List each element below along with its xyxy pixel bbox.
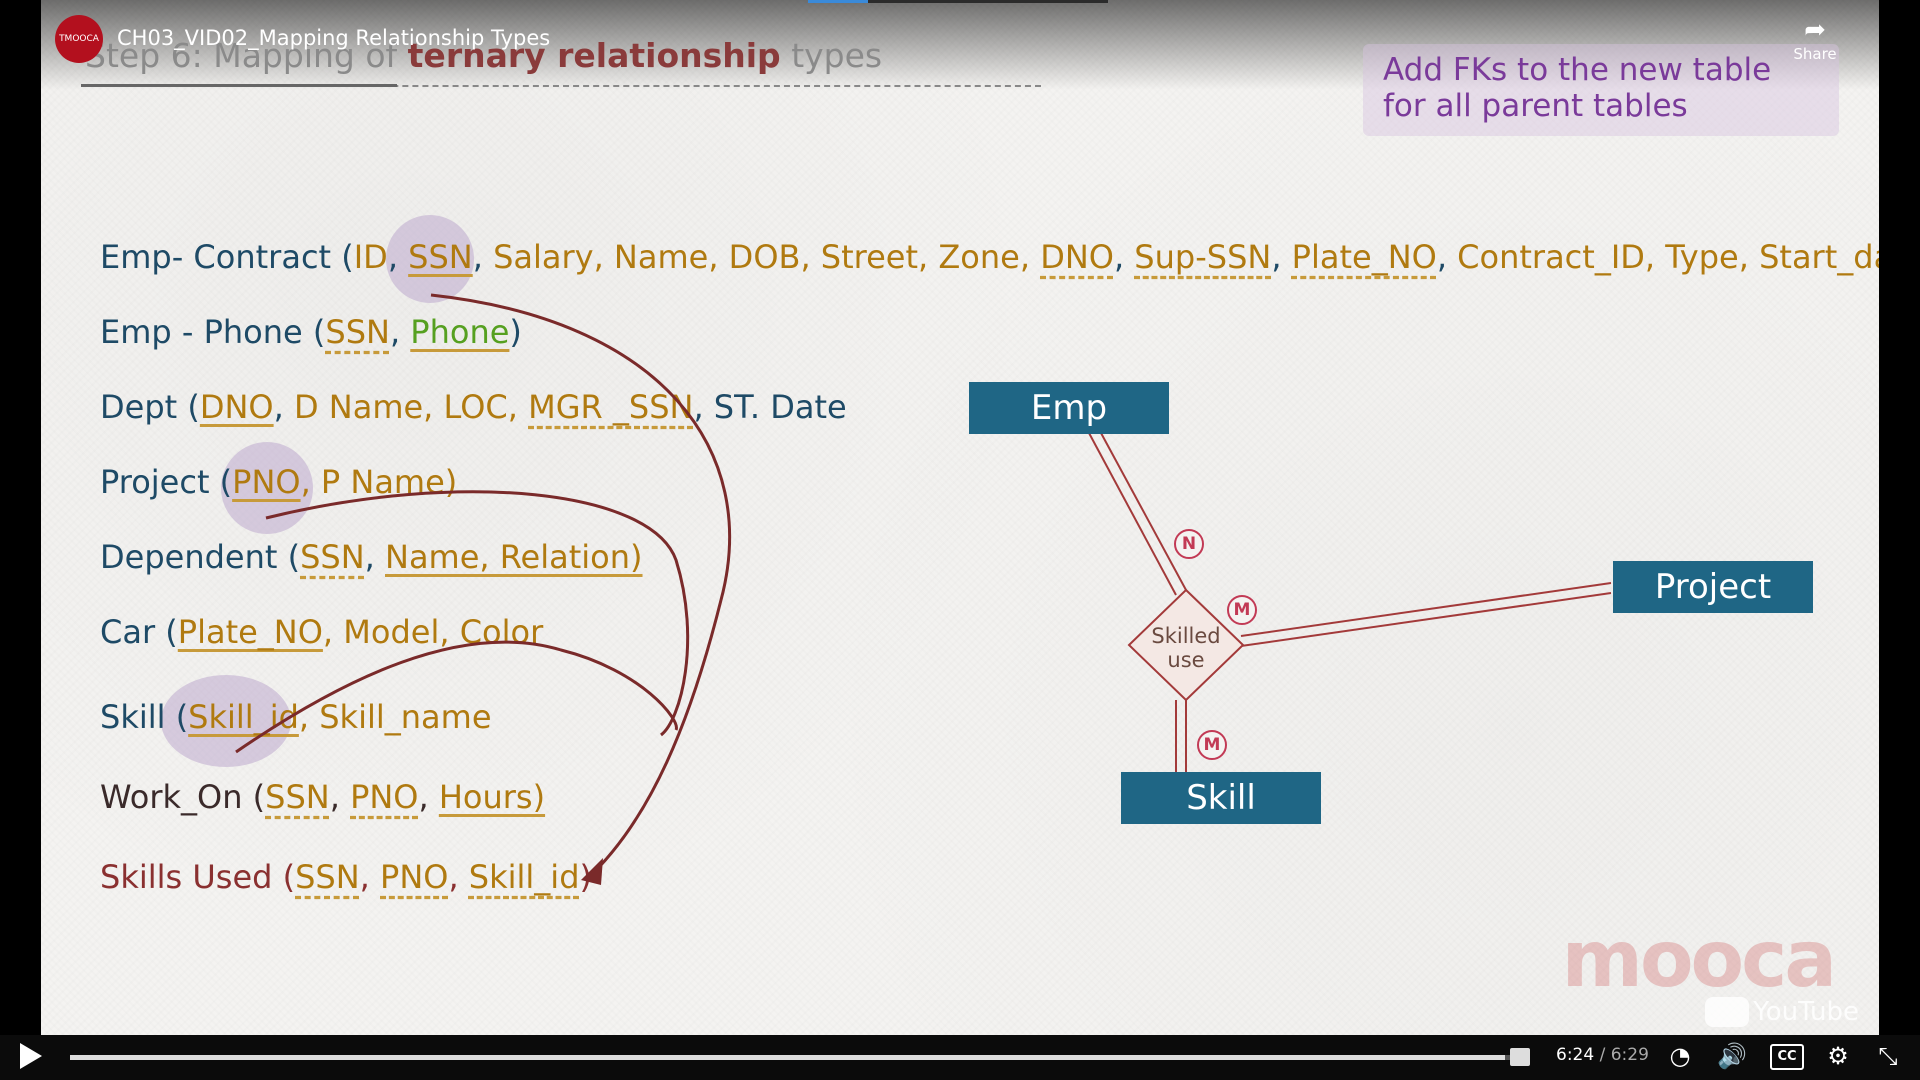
arrowhead <box>581 858 603 885</box>
relationship-label: Skilled use <box>1151 624 1221 672</box>
schema-car: Car (Plate_NO, Model, Color <box>100 613 544 651</box>
entity-skill: Skill <box>1121 772 1321 824</box>
schema-dept: Dept (DNO, D Name, LOC, MGR _SSN, ST. Da… <box>100 388 847 426</box>
entity-emp: Emp <box>969 382 1169 434</box>
seek-thumb[interactable] <box>1510 1048 1530 1066</box>
top-loading-bar <box>808 0 1108 3</box>
youtube-watermark[interactable]: YouTube <box>1705 997 1859 1027</box>
cardinality-skill: M <box>1197 730 1227 760</box>
seek-bar[interactable] <box>70 1055 1530 1060</box>
heading-underline <box>81 85 1041 87</box>
arrow-skill-id-to-skills-used <box>235 640 678 754</box>
schema-emp-contract: Emp- Contract (ID, SSN, Salary, Name, DO… <box>100 238 1879 276</box>
cardinality-project: M <box>1227 595 1257 625</box>
skill-id-highlight <box>161 675 291 767</box>
schema-skill: Skill (Skill_id, Skill_name <box>100 698 492 736</box>
slide-heading: Step 6: Mapping of ternary relationship … <box>85 36 883 75</box>
settings-icon[interactable]: ⚙ <box>1827 1042 1849 1070</box>
share-button[interactable]: ➦ Share <box>1780 15 1850 63</box>
channel-avatar[interactable]: TMOOCA <box>55 15 103 63</box>
schema-skills-used: Skills Used (SSN, PNO, Skill_id) <box>100 858 592 896</box>
relationship-diamond <box>1127 588 1245 702</box>
heading-underline-solid <box>81 84 397 87</box>
cardinality-emp: N <box>1174 529 1204 559</box>
schema-project: Project (PNO, P Name) <box>100 463 458 501</box>
schema-emp-phone: Emp - Phone (SSN, Phone) <box>100 313 522 351</box>
miniplayer-icon[interactable]: ◔ <box>1669 1042 1691 1070</box>
time-display: 6:24 / 6:29 <box>1556 1045 1649 1065</box>
mooca-watermark: mooca <box>1561 915 1837 1005</box>
play-icon[interactable] <box>20 1043 42 1069</box>
share-icon: ➦ <box>1804 15 1826 45</box>
er-diagram-lines <box>1088 432 1612 772</box>
video-title[interactable]: CH03_VID02_Mapping Relationship Types <box>117 26 551 50</box>
ssn-highlight <box>386 215 474 303</box>
schema-work-on: Work_On (SSN, PNO, Hours) <box>100 778 546 816</box>
arrow-ssn-to-skills-used <box>430 293 731 882</box>
captions-button[interactable]: CC <box>1770 1044 1804 1070</box>
player-controls: 6:24 / 6:29 ◔ 🔊 CC ⚙ ⤡ <box>0 1035 1920 1080</box>
entity-project: Project <box>1613 561 1813 613</box>
arrow-pno-to-skills-used <box>265 490 690 737</box>
fk-arrows <box>235 293 731 885</box>
video-frame[interactable]: Step 6: Mapping of ternary relationship … <box>41 0 1879 1035</box>
note-box: Add FKs to the new table for all parent … <box>1363 44 1839 136</box>
schema-dependent: Dependent (SSN, Name, Relation) <box>100 538 643 576</box>
volume-icon[interactable]: 🔊 <box>1717 1042 1747 1070</box>
fullscreen-exit-icon[interactable]: ⤡ <box>1878 1042 1898 1070</box>
